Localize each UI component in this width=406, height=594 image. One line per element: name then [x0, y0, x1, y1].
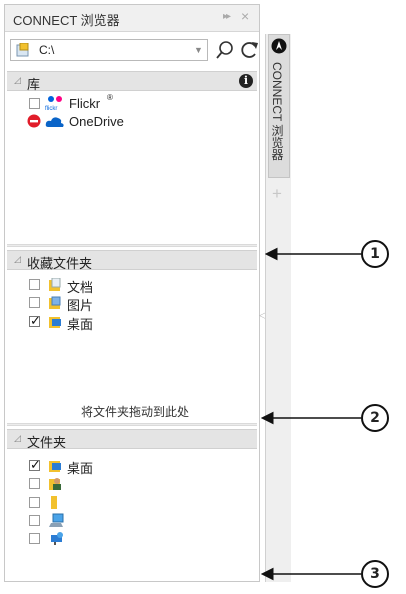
callout-1: 1: [361, 240, 389, 268]
refresh-icon: [241, 42, 258, 58]
folder-icon: [51, 496, 57, 509]
path-combobox[interactable]: C:\ ▼: [10, 39, 208, 61]
close-icon[interactable]: ×: [241, 8, 250, 24]
list-item[interactable]: OneDrive: [27, 113, 227, 131]
collapse-triangle-icon[interactable]: ◿: [14, 254, 21, 264]
item-label: 桌面: [67, 317, 94, 332]
no-entry-icon: [27, 114, 41, 128]
item-label: OneDrive: [69, 114, 124, 129]
computer-icon: [49, 513, 64, 527]
collapse-triangle-icon[interactable]: ◿: [14, 433, 21, 443]
section-header-library[interactable]: ◿ 库 i: [7, 71, 257, 92]
info-icon[interactable]: i: [239, 74, 253, 88]
onedrive-cloud-icon: [45, 117, 64, 127]
chevron-down-icon[interactable]: ▼: [194, 45, 203, 55]
svg-text:flickr: flickr: [45, 106, 57, 111]
registered-mark: ®: [107, 93, 113, 102]
callout-3: 3: [361, 560, 389, 588]
section-splitter[interactable]: [7, 423, 257, 426]
list-item[interactable]: [27, 512, 227, 530]
list-item[interactable]: ✓ 桌面: [27, 457, 227, 476]
collapse-arrow-icon[interactable]: ◁: [259, 310, 266, 320]
pictures-folder-icon: [49, 296, 61, 309]
path-value: C:\: [39, 43, 55, 57]
checkbox[interactable]: [29, 98, 40, 109]
documents-folder-icon: [49, 278, 61, 291]
checkbox[interactable]: [29, 279, 40, 290]
connect-logo-icon: [271, 38, 287, 54]
flickr-logo: flickr: [45, 96, 62, 111]
search-button[interactable]: [215, 39, 235, 61]
item-label: 文档: [67, 280, 94, 295]
item-label: 图片: [67, 298, 94, 313]
section-label: 库: [27, 77, 41, 92]
network-icon: [51, 532, 63, 545]
connect-browser-panel: CONNECT 浏览器 ▸▸ × C:\ ▼ ◿ 库 i flickr: [4, 4, 260, 582]
list-item[interactable]: [27, 494, 227, 512]
checkbox[interactable]: [29, 533, 40, 544]
list-item[interactable]: 文档: [27, 276, 227, 295]
checkbox-checked[interactable]: ✓: [29, 457, 41, 472]
section-header-favorites[interactable]: ◿ 收藏文件夹: [7, 250, 257, 271]
folder-icon: [49, 461, 61, 472]
section-header-folders[interactable]: ◿ 文件夹: [7, 429, 257, 450]
section-label: 文件夹: [27, 435, 67, 450]
search-icon: [216, 41, 233, 59]
list-item[interactable]: [27, 530, 227, 548]
callout-2: 2: [361, 404, 389, 432]
checkbox-checked[interactable]: ✓: [29, 313, 41, 328]
drive-icon: [16, 43, 29, 57]
desktop-folder-icon: [49, 317, 61, 328]
section-splitter[interactable]: [7, 244, 257, 247]
checkbox[interactable]: [29, 297, 40, 308]
item-label: 桌面: [67, 461, 94, 476]
collapse-triangle-icon[interactable]: ◿: [14, 75, 21, 85]
list-item[interactable]: [27, 475, 227, 493]
panel-title: CONNECT 浏览器: [13, 13, 120, 28]
checkbox[interactable]: [29, 515, 40, 526]
panel-titlebar: CONNECT 浏览器 ▸▸ ×: [5, 5, 259, 32]
user-folder-icon: [49, 478, 61, 490]
pin-icon[interactable]: ▸▸: [223, 11, 231, 22]
drop-target-hint[interactable]: 将文件夹拖动到此处: [80, 405, 189, 419]
list-item[interactable]: ✓ 桌面: [27, 313, 227, 332]
checkbox[interactable]: [29, 497, 40, 508]
list-item[interactable]: 图片: [27, 294, 227, 313]
refresh-button[interactable]: [239, 39, 259, 61]
add-tab-icon[interactable]: +: [272, 184, 282, 203]
dock-tab-connect[interactable]: [268, 34, 290, 178]
checkbox[interactable]: [29, 478, 40, 489]
section-label: 收藏文件夹: [27, 256, 93, 271]
item-label: Flickr: [69, 96, 101, 111]
dock-tab-label: CONNECT 浏览器: [270, 62, 284, 161]
list-item[interactable]: flickr Flickr ®: [27, 93, 227, 113]
